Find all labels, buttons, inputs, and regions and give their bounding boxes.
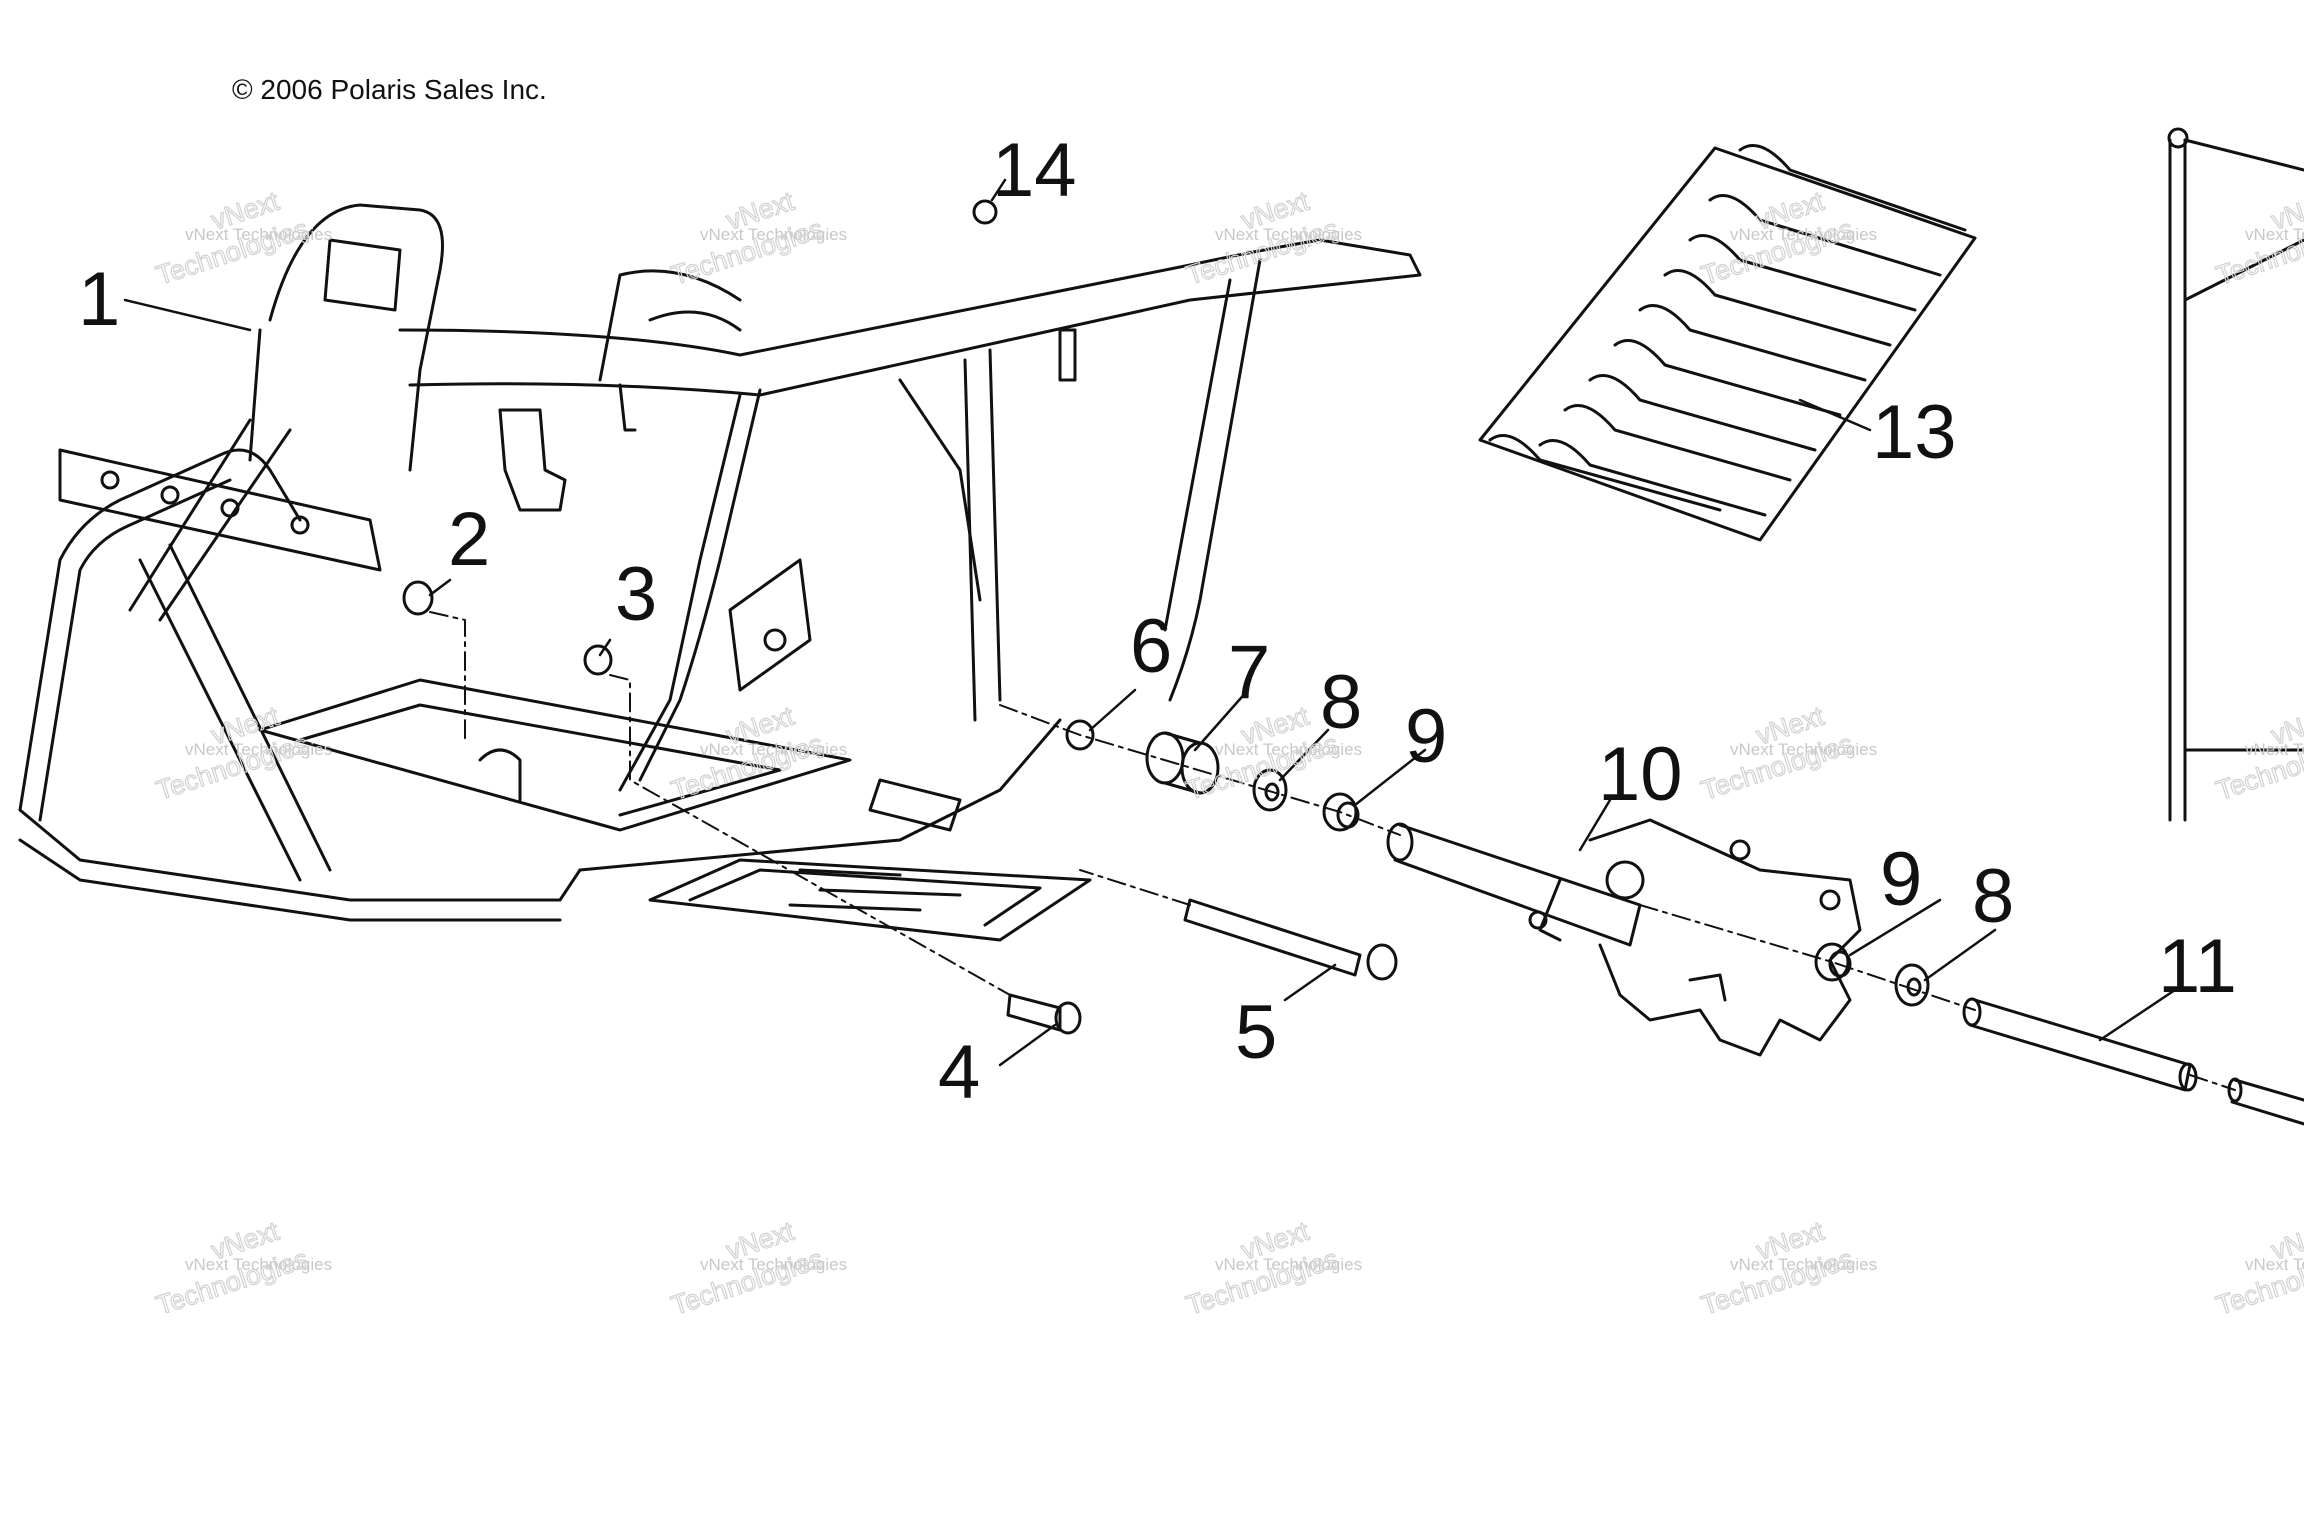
watermark-line2: vNext Technologies: [1215, 225, 1362, 244]
callout-2: 2: [448, 497, 490, 582]
watermark-line2: vNext Technologies: [2245, 740, 2304, 759]
copyright-notice: © 2006 Polaris Sales Inc.: [232, 74, 547, 105]
watermark-line2: vNext Technologies: [2245, 1255, 2304, 1274]
watermark-line2: vNext Technologies: [185, 225, 332, 244]
callout-9: 9: [1405, 694, 1447, 779]
part-4-bolt: [1006, 993, 1082, 1035]
part-8-washer: [1252, 768, 1288, 812]
callout-1: 1: [78, 257, 120, 342]
callout-9-second: 9: [1880, 837, 1922, 922]
watermark-line2: vNext Technologies: [1730, 1255, 1877, 1274]
callout-11: 11: [2158, 924, 2237, 1009]
watermark-line2: vNext Technologies: [1215, 740, 1362, 759]
watermark-line2: vNext Technologies: [700, 1255, 847, 1274]
callout-leaders: [123, 178, 2177, 1067]
watermark-line2: vNext Technologies: [2245, 225, 2304, 244]
part-9-bushing: [1322, 792, 1360, 832]
callout-3: 3: [615, 552, 657, 637]
part-13-strap-kit: [1478, 144, 1977, 542]
part-11-pin: [1962, 997, 2304, 1126]
part-6-nut: [1065, 719, 1095, 751]
part-9-bushing-second: [1814, 942, 1852, 982]
part-2-bushing: [402, 580, 434, 616]
callout-5: 5: [1235, 990, 1277, 1075]
watermark-line2: vNext Technologies: [700, 740, 847, 759]
callout-14: 14: [992, 128, 1077, 213]
watermark-line2: vNext Technologies: [1215, 1255, 1362, 1274]
assembly-center-lines: [429, 611, 2236, 1091]
callout-8-second: 8: [1972, 854, 2014, 939]
callout-13: 13: [1872, 390, 1957, 475]
watermark-line2: vNext Technologies: [185, 1255, 332, 1274]
watermark-line2: vNext Technologies: [1730, 225, 1877, 244]
part-10-swing-arm: [1386, 818, 1862, 1057]
part-5-long-bolt: [1183, 898, 1398, 981]
watermark-line2: vNext Technologies: [185, 740, 332, 759]
part-3-nut: [583, 644, 613, 676]
right-partial-frame: [2167, 127, 2304, 822]
callout-10: 10: [1598, 732, 1683, 817]
callout-7: 7: [1228, 630, 1270, 715]
watermark-line2: vNext Technologies: [700, 225, 847, 244]
main-frame: [18, 203, 1422, 942]
callout-8: 8: [1320, 660, 1362, 745]
callout-6: 6: [1130, 604, 1172, 689]
watermark-line2: vNext Technologies: [1730, 740, 1877, 759]
part-14-nut: [972, 199, 998, 225]
callout-4: 4: [938, 1030, 980, 1115]
